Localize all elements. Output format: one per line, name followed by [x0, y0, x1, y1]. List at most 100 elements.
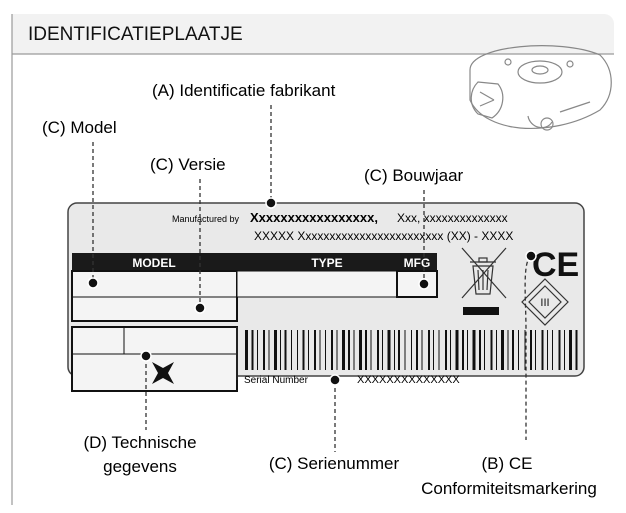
page-title: IDENTIFICATIEPLAATJE: [28, 24, 243, 45]
barcode-bar: [547, 330, 548, 370]
column-mfg: MFG: [404, 256, 431, 270]
barcode-bar: [325, 330, 326, 370]
callout-ce-line1: (B) CE: [482, 454, 533, 473]
weee-bar: [463, 307, 499, 315]
barcode-bar: [251, 330, 254, 370]
barcode-bar: [535, 330, 536, 370]
manufactured-by-label: Manufactured by: [172, 214, 240, 224]
dot-manufacturer: [265, 197, 277, 209]
barcode-bar: [382, 330, 383, 370]
barcode-bar: [302, 330, 305, 370]
barcode-bar: [530, 330, 532, 370]
barcode-bar: [501, 330, 504, 370]
barcode-bar: [297, 330, 298, 370]
model-version-cell: [71, 270, 238, 322]
type-cell: [236, 270, 398, 298]
dot-serial: [329, 374, 341, 386]
callout-technical-line1: (D) Technische: [83, 433, 196, 452]
barcode-bar: [353, 330, 355, 370]
class-iii-label: III: [540, 297, 549, 309]
barcode-bar: [421, 330, 423, 370]
barcode-bar: [314, 330, 316, 370]
barcode-bar: [284, 330, 287, 370]
dot-year: [418, 278, 430, 290]
barcode-bar: [280, 330, 281, 370]
barcode-bar: [308, 330, 309, 370]
ce-mark-icon: CE: [532, 246, 579, 284]
callout-technical-line2: gegevens: [103, 457, 177, 476]
barcode-bar: [365, 330, 367, 370]
callout-model: (C) Model: [42, 118, 117, 137]
barcode: [245, 330, 578, 370]
dot-model: [87, 277, 99, 289]
barcode-bar: [450, 330, 451, 370]
barcode-bar: [467, 330, 468, 370]
callout-manufacturer: (A) Identificatie fabrikant: [152, 81, 336, 100]
barcode-bar: [507, 330, 509, 370]
barcode-bar: [257, 330, 258, 370]
barcode-bar: [455, 330, 459, 370]
barcode-bar: [263, 330, 265, 370]
serial-number-value: XXXXXXXXXXXXXX: [357, 374, 460, 386]
barcode-bar: [479, 330, 481, 370]
callout-dots: [87, 197, 537, 386]
barcode-bar: [359, 330, 362, 370]
barcode-bar: [404, 330, 406, 370]
barcode-bar: [564, 330, 565, 370]
barcode-bar: [370, 330, 372, 370]
barcode-bar: [268, 330, 270, 370]
barcode-bar: [552, 330, 553, 370]
weee-bin-icon: [461, 247, 507, 299]
barcode-bar: [336, 330, 338, 370]
table-header-bar: [72, 253, 437, 271]
maker-address-line1: Xxx, xxxxxxxxxxxxxx: [397, 211, 508, 225]
barcode-bar: [569, 330, 572, 370]
product-sketch: [469, 45, 612, 131]
barcode-bar: [394, 330, 395, 370]
barcode-bar: [398, 330, 400, 370]
dot-ce: [525, 250, 537, 262]
barcode-bar: [416, 330, 418, 370]
barcode-bar: [462, 330, 464, 370]
barcode-bar: [348, 330, 350, 370]
callout-leaders: [92, 105, 532, 452]
column-type: TYPE: [311, 256, 342, 270]
barcode-bar: [377, 330, 379, 370]
barcode-bar: [472, 330, 476, 370]
barcode-bar: [342, 330, 345, 370]
barcode-bar: [445, 330, 447, 370]
barcode-bar: [433, 330, 434, 370]
technical-data-cross-icon: [152, 362, 174, 384]
barcode-bar: [411, 330, 412, 370]
barcode-bar: [512, 330, 514, 370]
barcode-bar: [331, 330, 333, 370]
barcode-bar: [438, 330, 440, 370]
barcode-bar: [541, 330, 544, 370]
column-model: MODEL: [132, 256, 175, 270]
callout-serial: (C) Serienummer: [269, 454, 400, 473]
barcode-bar: [245, 330, 248, 370]
barcode-bar: [490, 330, 493, 370]
barcode-bar: [524, 330, 526, 370]
barcode-bar: [496, 330, 497, 370]
barcode-bar: [558, 330, 561, 370]
barcode-bar: [319, 330, 321, 370]
barcode-bar: [484, 330, 485, 370]
maker-name: Xxxxxxxxxxxxxxxxx,: [250, 210, 378, 225]
maker-address-line2: XXXXX Xxxxxxxxxxxxxxxxxxxxxxxx (XX) - XX…: [254, 229, 513, 243]
barcode-bar: [387, 330, 391, 370]
barcode-bar: [291, 330, 292, 370]
serial-number-label: Serial Number: [244, 375, 309, 386]
barcode-bar: [518, 330, 519, 370]
dot-version: [194, 302, 206, 314]
class-iii-icon: [521, 278, 569, 326]
barcode-bar: [575, 330, 578, 370]
callout-year: (C) Bouwjaar: [364, 166, 464, 185]
mfg-cell: [396, 270, 438, 298]
dot-technical: [140, 350, 152, 362]
callout-version: (C) Versie: [150, 155, 226, 174]
barcode-bar: [274, 330, 277, 370]
callout-ce-line2: Conformiteitsmarkering: [421, 479, 597, 498]
barcode-bar: [428, 330, 430, 370]
